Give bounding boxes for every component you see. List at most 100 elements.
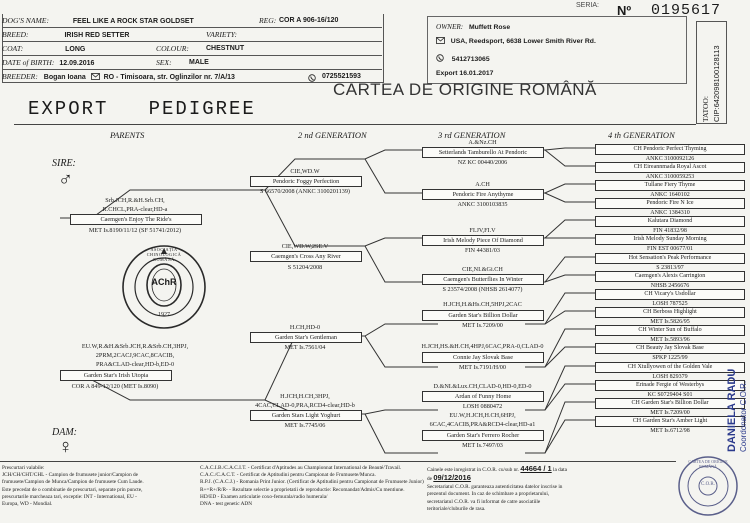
export-pedigree-title: EXPORT PEDIGREE [28, 98, 256, 120]
footer-divider [0, 461, 676, 462]
owner-phone-row: 5412713065 [436, 54, 490, 64]
g3-1-name: Setterlands Tamburello At Pendoric [422, 147, 544, 158]
g3-2-titles: A.CH [475, 181, 490, 188]
owner-name: Muffett Rose [468, 24, 511, 31]
g3-4-titles: CIE,NI.&Gi.CH [462, 266, 503, 273]
registration-number: 44664 / 1 [520, 464, 552, 473]
variety-label: VARIETY: [206, 30, 238, 39]
g2-4-reg: MET Is.7745/06 [284, 422, 326, 429]
sire-titles: Srb.JCH,R.&H.Srb.CH, R.CHCL,PRA-clear,HD… [102, 197, 168, 213]
g3-4-reg: S 23574/2008 (NHSB 2614077) [442, 286, 523, 293]
g3-6-titles: H.JCH,HS.&H.CH,4HPJ,6CAC,PRA-0,CLAD-0 [421, 343, 544, 350]
header-frame [2, 14, 384, 83]
g2-1-titles: CIE,WD.W [290, 168, 320, 175]
owner-address: USA, Reedsport, 6638 Lower Smith River R… [450, 38, 596, 46]
stamp-center-text: C.O.R. [700, 482, 716, 487]
breeder-address: RO - Timisoara, str. Oglinzilor nr. 7/A/… [103, 74, 235, 81]
sire-label: SIRE: [52, 158, 76, 169]
g2-1-name: Pendoric Foggy Perfection [250, 176, 362, 187]
g3-7-reg: LOSH 0880472 [462, 403, 503, 410]
g3-8-titles: EU.W,H.JCH,H.CH,6HPJ, 6CAC,4CACIB,PRA&RC… [429, 412, 536, 428]
g3-2-reg: ANKC 3100103835 [457, 201, 508, 208]
g3-3-reg: FIN 44381/03 [465, 247, 500, 254]
g3-5-name: Garden Star's Billion Dollar [422, 310, 544, 321]
registration-statement: Cainele este inregistrat in C.O.R. cu/su… [427, 464, 568, 513]
reg-label: REG: [259, 16, 277, 25]
row-dob: DATE of BIRTH: 12.09.2016 SEX: MALE [2, 56, 382, 70]
stamp-ring-text: CARTEA DE ORIGINE ROMÂNĂ [688, 459, 728, 469]
signature-name: DANIELA RADU [726, 368, 738, 452]
gen-4th: 4 th GENERATION [608, 130, 675, 140]
sire-reg: MET Is.8190/11/12 (SF 51741/2012) [88, 227, 182, 234]
breed-value: IRISH RED SETTER [64, 32, 130, 39]
g3-1-reg: NZ KC 00440/2006 [457, 159, 508, 166]
signature-role: Coordonator C.O.R. [739, 380, 748, 452]
g2-3-reg: MET Is.7561/04 [284, 344, 326, 351]
achr-emblem: ASOCIAȚIA CHINOLOGICĂ ROMÂNĂ AChR 1927 [120, 243, 208, 336]
female-symbol-icon: ♀ [58, 436, 73, 458]
sex-value: MALE [189, 59, 209, 66]
legend-right: C.A.C.I.B./C.A.C.I.T. - Certificat d'Apt… [200, 465, 424, 508]
g3-6-reg: MET Is.7191/H/00 [459, 364, 506, 371]
dogs-name: FEEL LIKE A ROCK STAR GOLDSET [72, 18, 194, 25]
row-breeder: BREEDER: Bogan Ioana RO - Timisoara, str… [2, 70, 382, 83]
coat-label: COAT: [2, 44, 24, 53]
tatoo-box: TATOO: CIP:642098100128113 [696, 21, 727, 124]
owner-label: OWNER: [436, 23, 464, 31]
serial-number: 0195617 [651, 2, 722, 19]
male-symbol-icon: ♂ [58, 169, 73, 191]
g2-2-titles: CIE,WD.W,2SE.V [281, 243, 329, 250]
g3-3-titles: FI.JV,FI.V [469, 227, 496, 234]
colour-label: COLOUR: [156, 44, 189, 53]
cor-stamp: CARTEA DE ORIGINE ROMÂNĂ C.O.R. [676, 454, 740, 523]
g2-3-name: Garden Star's Gentleman [250, 332, 362, 343]
owner-phone: 5412713065 [451, 55, 490, 63]
gen-2nd: 2 nd GENERATION [298, 130, 367, 140]
export-date: Export 16.01.2017 [436, 70, 494, 77]
breed-label: BREED: [2, 30, 29, 39]
g2-2-reg: S 51204/2008 [287, 264, 323, 271]
colour-value: CHESTNUT [206, 45, 245, 52]
dam-reg: COR A 849-12/120 (MET Is.8090) [71, 383, 159, 390]
breeder-name: Bogan Ioana [43, 74, 86, 81]
dogs-name-label: DOG'S NAME: [2, 16, 49, 25]
g3-5-titles: H.JCH,H.&Hs.CH,5HPJ,2CAC [443, 301, 522, 308]
g3-4-name: Caemgen's Butterflies In Winter [422, 274, 544, 285]
breeder-phone: 0725521593 [322, 73, 361, 80]
owner-row: OWNER: Muffett Rose [436, 23, 510, 31]
dob-value: 12.09.2016 [59, 60, 95, 67]
g2-2-name: Caemgen's Cross Any River [250, 251, 362, 262]
gen-3rd: 3 rd GENERATION [438, 130, 506, 140]
cartea-title: CARTEA DE ORIGINE ROMÂNĂ [333, 80, 597, 99]
g3-3-name: Irish Melody Piece Of Diamond [422, 235, 544, 246]
phone-icon [436, 54, 444, 64]
serial-label: SERIA: [576, 2, 599, 9]
g3-8-reg: MET Is.7497/03 [462, 442, 503, 449]
sire-name: Caemgen's Enjoy The Ride's [70, 214, 202, 225]
dam-name: Garden Star's Irish Utopia [60, 370, 172, 381]
owner-box: OWNER: Muffett Rose USA, Reedsport, 6638… [427, 16, 687, 84]
coat-value: LONG [65, 46, 86, 53]
gen-parents: PARENTS [110, 130, 145, 140]
envelope-icon [90, 71, 100, 84]
owner-address-row: USA, Reedsport, 6638 Lower Smith River R… [436, 37, 596, 46]
dam-titles: EU.W,R.&H.&Srb.JCH,R.&Srb.CH,3HPJ, 2PRM,… [81, 343, 189, 368]
emblem-ring-text: ASOCIAȚIA CHINOLOGICĂ ROMÂNĂ [146, 247, 182, 262]
g2-3-titles: H.CH,HD-0 [289, 324, 321, 331]
g3-6-name: Connie Jay Slovak Base [422, 352, 544, 363]
